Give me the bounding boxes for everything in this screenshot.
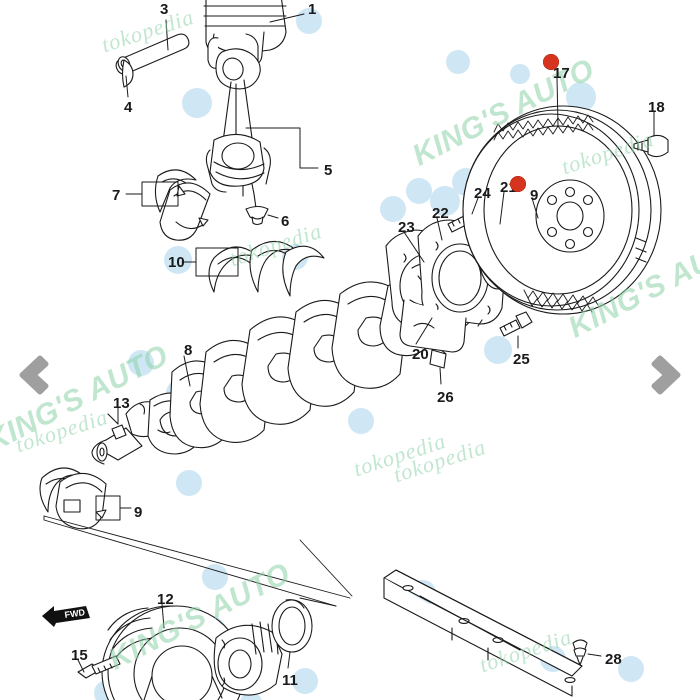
circlip-art [121,59,134,88]
callout-label-pilot-bearing[interactable]: 9 [530,187,539,204]
decorative-dot [296,8,322,34]
decorative-dot [380,196,406,222]
decorative-dot [292,668,318,694]
callout-label-piston-pin[interactable]: 3 [160,1,169,18]
prev-image-arrow-icon[interactable] [8,348,62,402]
callout-label-pulley-bolt[interactable]: 15 [71,647,88,664]
callout-label-connecting-rod-nut[interactable]: 6 [281,213,290,230]
callout-label-crankshaft-bearing[interactable]: 9 [134,504,143,521]
main-bearing-set-art [39,467,107,530]
connecting-rod-nut-art [245,205,269,226]
flywheel-bolt-art [633,134,669,158]
callout-label-reinforcement-clip[interactable]: 28 [605,651,622,668]
callout-label-flywheel-bolt[interactable]: 18 [648,99,665,116]
callout-label-crankshaft-key[interactable]: 13 [113,395,130,412]
decorative-dot [446,50,470,74]
crankshaft-pulley-art [101,605,245,700]
callout-leader-lines [77,13,655,673]
pulley-hub-art [213,621,283,696]
rear-housing-body-art [399,299,467,353]
callout-label-crankshaft-pulley[interactable]: 12 [157,591,174,608]
decorative-dot [128,350,154,376]
fwd-badge-text: FWD [64,607,86,620]
housing-bolt-lower-art [499,311,533,337]
callout-label-housing-bolt-lower[interactable]: 25 [513,351,530,368]
callout-label-connecting-rod-assembly[interactable]: 5 [324,162,333,179]
decorative-dot [348,408,374,434]
highlight-marker-21[interactable] [510,176,526,192]
callout-label-piston-ring-set[interactable]: 7 [112,187,121,204]
callout-label-crankshaft-front-oil-seal[interactable]: 11 [282,672,298,689]
decorative-dot [176,470,202,496]
callout-label-housing-gasket[interactable]: 23 [398,219,415,236]
callout-label-housing-bolt-upper[interactable]: 24 [474,185,491,202]
decorative-dot [618,656,644,682]
callout-label-connecting-rod-bearing[interactable]: 10 [168,254,185,271]
callout-label-dowel-pin[interactable]: 26 [437,389,454,406]
crankshaft-key-art [111,424,127,440]
crankshaft-art [91,277,435,465]
callout-label-piston-pin-circlip[interactable]: 4 [124,99,133,116]
rod-bearing-set-art [208,240,325,297]
front-oil-seal-art [271,599,313,653]
callout-label-crankshaft-rear-housing[interactable]: 20 [412,346,429,363]
decorative-dot [182,88,212,118]
callout-label-piston[interactable]: 1 [308,1,317,18]
decorative-dot [484,336,512,364]
decorative-dot [510,64,530,84]
callout-label-oil-seal-housing[interactable]: 22 [432,205,449,222]
decorative-dot [406,178,432,204]
pulley-bolt-art [77,655,121,679]
connecting-rod-art [205,48,271,209]
next-image-arrow-icon[interactable] [638,348,692,402]
callout-label-crankshaft[interactable]: 8 [184,342,193,359]
fwd-orientation-badge: FWD [40,602,96,633]
flywheel-art [462,105,662,315]
highlight-marker-17[interactable] [543,54,559,70]
decorative-dot [202,564,228,590]
section-leader-lines [43,515,353,607]
decorative-dot [240,692,262,700]
decorative-dot [164,246,192,274]
callout-label-flywheel[interactable]: 17 [553,65,570,82]
reinforcement-bar-art [383,569,583,697]
